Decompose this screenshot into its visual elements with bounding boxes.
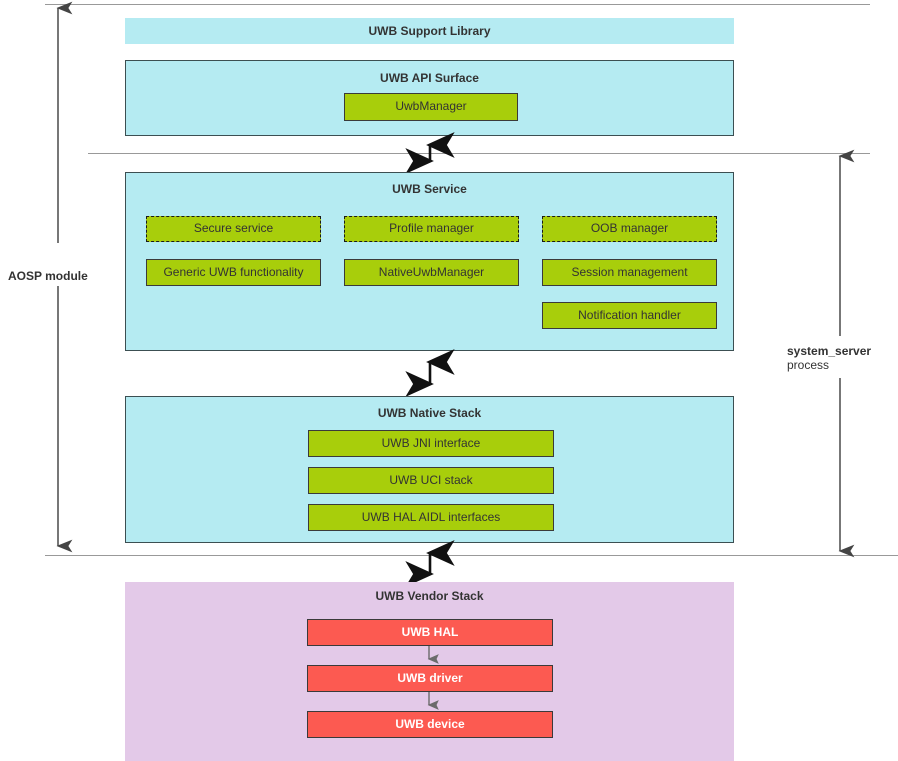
system-server-sublabel-text: process [787,358,830,372]
layer-native-stack: UWB Native Stack UWB JNI interface UWB U… [125,396,734,543]
chip-uwb-driver[interactable]: UWB driver [307,665,553,692]
chip-uwb-device[interactable]: UWB device [307,711,553,738]
chip-uwb-jni-interface[interactable]: UWB JNI interface [308,430,554,457]
chip-native-uwb-manager[interactable]: NativeUwbManager [344,259,519,286]
rule-api-service-divider [88,153,870,154]
rule-bottom [45,555,898,556]
connector-driver-to-device [427,692,439,710]
layer-uwb-service-title: UWB Service [392,182,467,196]
aosp-module-label: AOSP module [8,269,88,283]
rule-top [45,4,870,5]
chip-notification-handler[interactable]: Notification handler [542,302,717,329]
chip-uwb-hal-aidl-interfaces[interactable]: UWB HAL AIDL interfaces [308,504,554,531]
layer-api-surface: UWB API Surface UwbManager [125,60,734,136]
chip-uwb-manager[interactable]: UwbManager [344,93,518,121]
layer-vendor-stack: UWB Vendor Stack UWB HAL UWB driver UWB … [125,582,734,761]
chip-uwb-uci-stack[interactable]: UWB UCI stack [308,467,554,494]
system-server-label-text: system_server [787,344,872,358]
connector-service-to-native [405,349,455,397]
aosp-module-bracket [56,1,73,553]
aosp-module-label-text: AOSP module [8,269,88,283]
chip-uwb-hal[interactable]: UWB HAL [307,619,553,646]
layer-vendor-stack-title: UWB Vendor Stack [375,589,484,603]
connector-native-to-vendor [405,540,455,587]
layer-support-library: UWB Support Library [125,18,734,44]
chip-secure-service[interactable]: Secure service [146,216,321,242]
connector-api-to-service [405,132,455,174]
system-server-bracket [838,149,855,558]
chip-oob-manager[interactable]: OOB manager [542,216,717,242]
chip-profile-manager[interactable]: Profile manager [344,216,519,242]
chip-generic-uwb-functionality[interactable]: Generic UWB functionality [146,259,321,286]
system-server-label: system_server process [787,344,871,372]
connector-hal-to-driver [427,646,439,664]
layer-support-library-title: UWB Support Library [368,24,491,38]
layer-api-surface-title: UWB API Surface [380,71,479,85]
layer-native-stack-title: UWB Native Stack [377,406,482,420]
chip-session-management[interactable]: Session management [542,259,717,286]
layer-uwb-service: UWB Service Secure service Profile manag… [125,172,734,351]
